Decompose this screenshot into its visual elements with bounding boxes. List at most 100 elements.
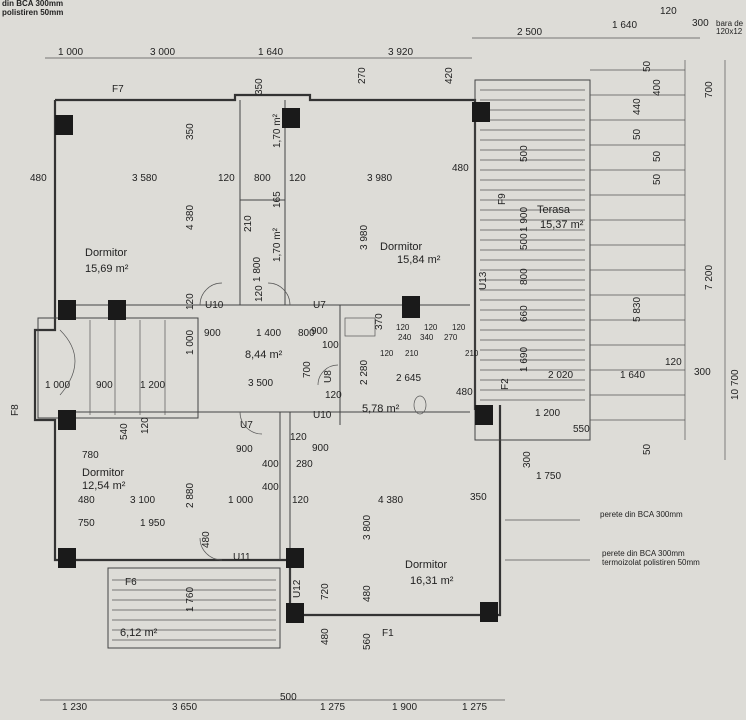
svg-text:120: 120 — [140, 417, 151, 434]
svg-text:120: 120 — [254, 285, 265, 302]
toilet-fixture — [413, 395, 427, 415]
dim-bottom-3: 500 — [280, 692, 297, 703]
room-1-name: Dormitor — [85, 247, 128, 259]
svg-text:350: 350 — [185, 123, 196, 140]
door-u10-a: U10 — [205, 300, 224, 311]
svg-text:120: 120 — [380, 349, 394, 358]
svg-text:800: 800 — [254, 173, 271, 184]
svg-text:3 980: 3 980 — [359, 225, 370, 250]
wall-west — [33, 100, 105, 562]
svg-text:50: 50 — [642, 443, 653, 455]
svg-text:1 000: 1 000 — [45, 380, 70, 391]
room-6-name: Dormitor — [82, 467, 125, 479]
svg-text:440: 440 — [632, 98, 643, 115]
note-bca-3: termoizolat polistiren 50mm — [602, 558, 700, 567]
svg-text:1 900: 1 900 — [519, 207, 530, 232]
svg-text:900: 900 — [236, 444, 253, 455]
svg-text:210: 210 — [243, 215, 254, 232]
dim-right-2: 7 200 — [704, 265, 715, 290]
svg-text:210: 210 — [465, 349, 479, 358]
svg-text:120: 120 — [325, 390, 342, 401]
note-bca-2: perete din BCA 300mm — [602, 549, 685, 558]
header-note-line2: polistiren 50mm — [2, 8, 63, 17]
header-note-line1: din BCA 300mm — [2, 0, 63, 8]
svg-text:4 380: 4 380 — [185, 205, 196, 230]
svg-text:120: 120 — [185, 293, 196, 310]
svg-text:1 200: 1 200 — [140, 380, 165, 391]
room-2-area: 15,84 m² — [397, 254, 441, 266]
svg-text:1 760: 1 760 — [185, 587, 196, 612]
room-3-name: Terasa — [537, 204, 571, 216]
svg-text:660: 660 — [519, 305, 530, 322]
svg-text:1,70 m²: 1,70 m² — [272, 113, 283, 148]
svg-text:780: 780 — [82, 450, 99, 461]
dim-bottom-6: 1 275 — [462, 702, 487, 713]
svg-text:120: 120 — [290, 432, 307, 443]
svg-text:2 020: 2 020 — [548, 370, 573, 381]
svg-text:50: 50 — [642, 60, 653, 72]
balcony-hatch — [112, 579, 276, 641]
dim-top-7: 120 — [660, 6, 677, 17]
door-u12: U12 — [292, 579, 303, 598]
svg-text:900: 900 — [204, 328, 221, 339]
dim-top-4: 3 920 — [388, 47, 413, 58]
door-u7-b: U7 — [240, 420, 253, 431]
dim-bottom-4: 1 275 — [320, 702, 345, 713]
svg-text:1 640: 1 640 — [620, 370, 645, 381]
structural-columns — [55, 102, 498, 623]
note-bca-1: perete din BCA 300mm — [600, 510, 683, 519]
staircase — [37, 317, 199, 419]
terrace-outline — [474, 79, 591, 441]
svg-text:700: 700 — [302, 361, 313, 378]
svg-text:50: 50 — [652, 173, 663, 185]
window-f6: F6 — [125, 577, 137, 588]
dim-right-3: 5 830 — [632, 297, 643, 322]
svg-text:500: 500 — [519, 145, 530, 162]
pergola-beams — [590, 60, 686, 440]
svg-text:4 380: 4 380 — [378, 495, 403, 506]
svg-text:3 980: 3 980 — [367, 173, 392, 184]
svg-text:1 400: 1 400 — [256, 328, 281, 339]
svg-text:1 750: 1 750 — [536, 471, 561, 482]
door-u8: U8 — [323, 370, 334, 383]
dim-top-2: 3 000 — [150, 47, 175, 58]
svg-text:480: 480 — [320, 628, 331, 645]
window-f1: F1 — [382, 628, 394, 639]
svg-text:560: 560 — [362, 633, 373, 650]
dim-top-5: 2 500 — [517, 27, 542, 38]
svg-text:480: 480 — [201, 531, 212, 548]
dim-right-6: 700 — [704, 81, 715, 98]
dim-top-6: 1 640 — [612, 20, 637, 31]
svg-text:120: 120 — [424, 323, 438, 332]
room-7-name: Dormitor — [405, 559, 448, 571]
beam-note-2: 120x12 — [716, 27, 743, 36]
svg-text:420: 420 — [444, 67, 455, 84]
svg-text:120: 120 — [289, 173, 306, 184]
dim-right-5: 300 — [694, 367, 711, 378]
svg-text:2 280: 2 280 — [359, 360, 370, 385]
window-f8: F8 — [10, 404, 21, 416]
svg-text:2 880: 2 880 — [185, 483, 196, 508]
svg-text:50: 50 — [632, 128, 643, 140]
terrace-hatch — [480, 89, 585, 401]
svg-text:400: 400 — [652, 79, 663, 96]
svg-text:480: 480 — [78, 495, 95, 506]
door-u10-b: U10 — [313, 410, 332, 421]
window-f2: F2 — [500, 378, 511, 390]
svg-text:120: 120 — [396, 323, 410, 332]
svg-text:900: 900 — [312, 443, 329, 454]
beam-note-1: bara de — [716, 19, 744, 28]
svg-text:1 690: 1 690 — [519, 347, 530, 372]
room-7-area: 16,31 m² — [410, 575, 454, 587]
svg-text:400: 400 — [262, 482, 279, 493]
svg-text:210: 210 — [405, 349, 419, 358]
window-f9: F9 — [497, 193, 508, 205]
room-2-name: Dormitor — [380, 241, 423, 253]
window-f7: F7 — [112, 84, 124, 95]
svg-text:240: 240 — [398, 333, 412, 342]
svg-text:3 500: 3 500 — [248, 378, 273, 389]
svg-text:100: 100 — [322, 340, 339, 351]
dim-top-1: 1 000 — [58, 47, 83, 58]
balcony-outline — [107, 567, 281, 649]
door-swings — [199, 282, 339, 561]
